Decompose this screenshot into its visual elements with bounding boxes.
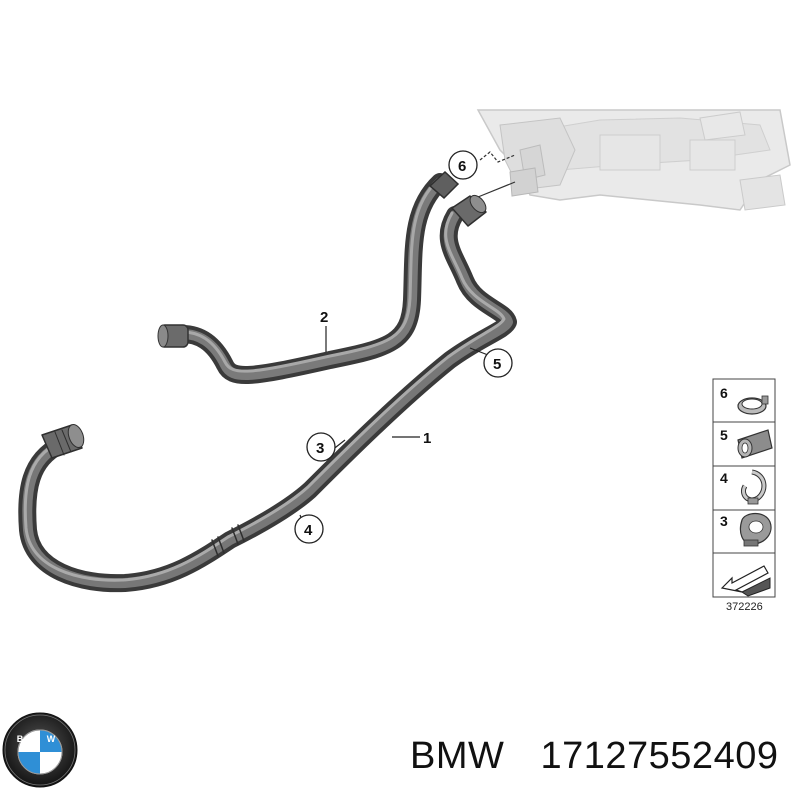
callout-1: 1 [423,430,431,447]
callout-5: 5 [483,348,513,378]
heater-unit [476,109,791,211]
legend-item-5: 5 [720,427,773,459]
hose-1 [18,194,517,593]
callout-6-label: 6 [458,158,466,175]
legend-item-4: 4 [720,469,767,505]
bmw-logo: BMW [2,712,78,788]
diagram-code: 372226 [726,601,763,613]
hose-1-left-connector [41,423,85,459]
legend-item-6: 6 [720,385,769,415]
legend-number: 6 [720,385,728,401]
callout-5-label: 5 [493,356,501,373]
hose-2-top-connector [428,170,460,200]
brand-name: BMW [410,735,505,777]
callout-2-label: 2 [320,309,328,326]
hose-clamp-icon [737,395,769,415]
legend-item-3: 3 [720,512,772,547]
svg-text:BMW: BMW [17,734,64,744]
part-number: 17127552409 [540,735,779,777]
callout-3: 3 [306,432,336,462]
hose-clip-icon [741,469,767,505]
hose-holder-icon [739,512,772,547]
connector-dash-lines [477,151,516,198]
callout-4-label: 4 [304,522,313,539]
legend-number: 3 [720,513,728,529]
direction-arrow-icon [720,565,771,597]
callout-6: 6 [448,150,478,180]
callout-3-label: 3 [316,440,324,457]
hose-1-top-connector [451,194,487,227]
bracket-clip-icon [737,429,773,459]
callout-1-label: 1 [423,430,431,447]
legend-number: 4 [720,470,728,486]
callout-4: 4 [294,514,324,544]
callout-2: 2 [320,309,328,326]
legend-number: 5 [720,427,728,443]
parts-legend: 6 5 4 3 [712,378,776,613]
hose-2 [157,173,449,384]
part-caption: BMW 17127552409 [410,735,795,785]
